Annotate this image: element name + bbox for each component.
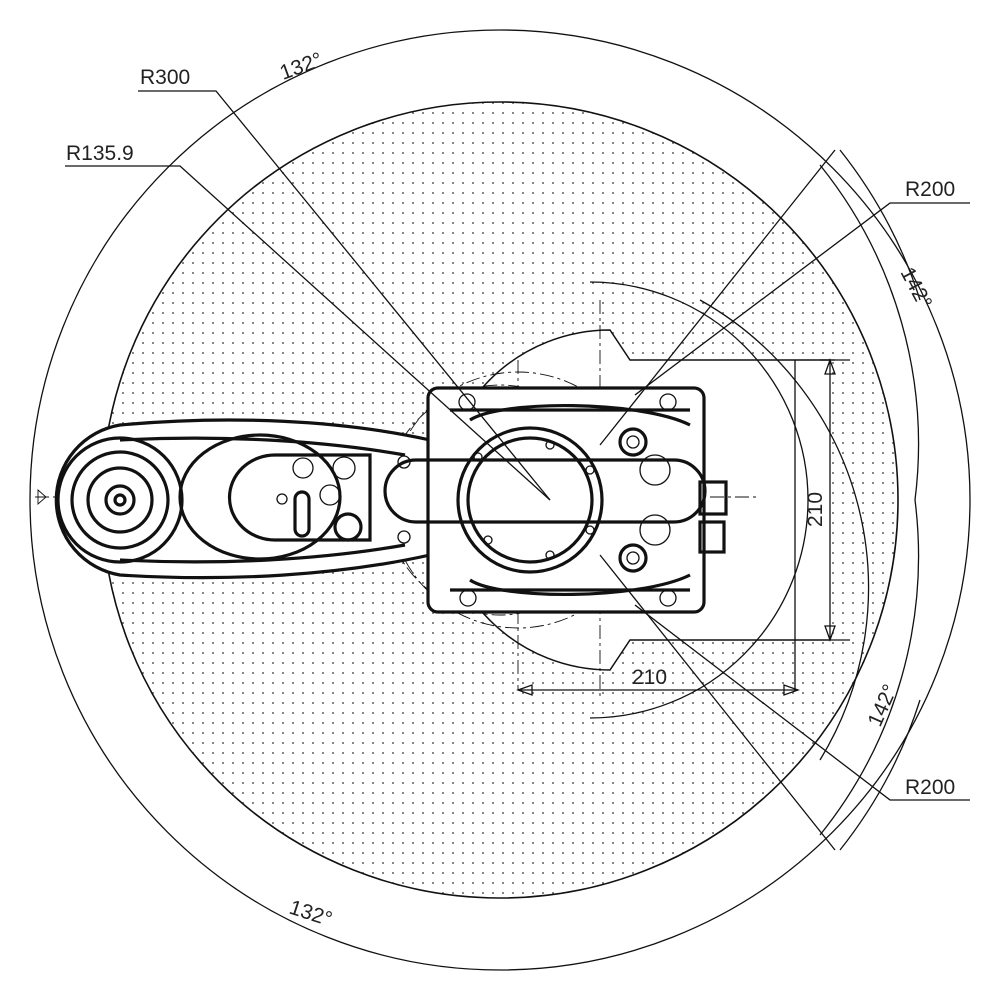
dim-210-horizontal-label: 210 — [632, 666, 667, 689]
angle-132-bottom-label: 132° — [286, 896, 334, 931]
robot-arm — [54, 418, 432, 580]
angle-arcs — [819, 149, 921, 851]
outer-range-circle — [29, 29, 971, 971]
robot-base — [383, 386, 728, 614]
angle-142-top-label: 142° — [896, 264, 937, 313]
dimension-lines — [516, 358, 836, 696]
radius-leaders — [65, 90, 970, 851]
angle-142-bottom-label: 142° — [864, 681, 903, 730]
angle-132-top-label: 132° — [277, 48, 326, 84]
r200-arc-outer — [699, 299, 870, 761]
r135-9-label: R135.9 — [66, 142, 134, 165]
r200-bottom-label: R200 — [905, 776, 955, 799]
r200-arc — [589, 281, 809, 719]
r300-label: R300 — [140, 66, 190, 89]
r200-top-label: R200 — [905, 178, 955, 201]
dim-210-vertical-label: 210 — [804, 492, 827, 527]
